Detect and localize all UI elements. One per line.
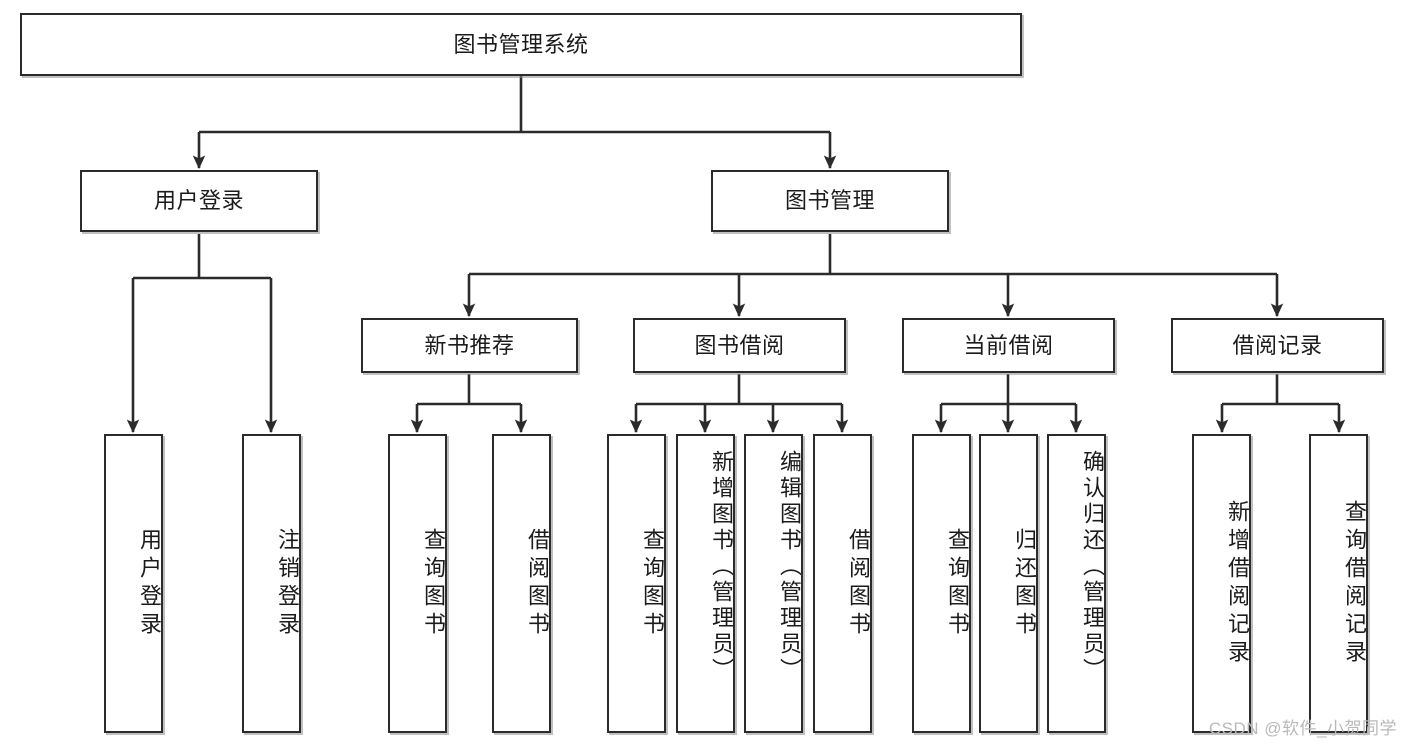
node-root[interactable]: 图书管理系统	[20, 13, 1022, 76]
node-leaf-query-record-label: 查询借阅记录	[1342, 499, 1367, 668]
node-leaf-query-book-3[interactable]: 查询图书	[912, 434, 971, 733]
node-root-label: 图书管理系统	[453, 31, 589, 57]
node-leaf-add-record-label: 新增借阅记录	[1225, 499, 1250, 668]
node-leaf-borrow-book-2[interactable]: 借阅图书	[813, 434, 872, 733]
node-book-borrow-label: 图书借阅	[694, 332, 785, 358]
node-leaf-borrow-book-1-label: 借阅图书	[525, 527, 550, 640]
node-leaf-edit-book-label: 编辑图书（管理员）	[777, 450, 802, 684]
node-leaf-add-record[interactable]: 新增借阅记录	[1192, 434, 1251, 733]
node-leaf-borrow-book-2-label: 借阅图书	[846, 527, 871, 640]
node-book-manage-label: 图书管理	[784, 188, 875, 214]
node-leaf-query-book-3-label: 查询图书	[945, 527, 970, 640]
node-borrow-record[interactable]: 借阅记录	[1171, 318, 1384, 373]
node-leaf-return-book[interactable]: 归还图书	[979, 434, 1038, 733]
node-new-book-rec-label: 新书推荐	[424, 332, 515, 358]
node-user-login-label: 用户登录	[153, 188, 244, 214]
node-leaf-query-book-2[interactable]: 查询图书	[607, 434, 666, 733]
node-user-login[interactable]: 用户登录	[80, 170, 318, 232]
node-current-borrow[interactable]: 当前借阅	[902, 318, 1115, 373]
node-leaf-borrow-book-1[interactable]: 借阅图书	[492, 434, 551, 733]
node-leaf-add-book-label: 新增图书（管理员）	[709, 450, 734, 684]
node-leaf-query-record[interactable]: 查询借阅记录	[1309, 434, 1368, 733]
node-leaf-query-book-1-label: 查询图书	[421, 527, 446, 640]
node-leaf-confirm-return[interactable]: 确认归还（管理员）	[1047, 434, 1106, 733]
node-leaf-user-login-label: 用户登录	[137, 527, 162, 640]
node-leaf-logout-label: 注销登录	[275, 527, 300, 640]
csdn-watermark: CSDN @软件_小贺同学	[1208, 719, 1397, 738]
node-leaf-return-book-label: 归还图书	[1012, 527, 1037, 640]
node-leaf-edit-book[interactable]: 编辑图书（管理员）	[744, 434, 803, 733]
node-book-manage[interactable]: 图书管理	[711, 170, 949, 232]
node-current-borrow-label: 当前借阅	[963, 332, 1054, 358]
node-leaf-confirm-return-label: 确认归还（管理员）	[1080, 450, 1105, 684]
node-leaf-query-book-1[interactable]: 查询图书	[388, 434, 447, 733]
node-leaf-add-book[interactable]: 新增图书（管理员）	[676, 434, 735, 733]
node-leaf-logout[interactable]: 注销登录	[242, 434, 301, 733]
node-borrow-record-label: 借阅记录	[1232, 332, 1323, 358]
node-new-book-rec[interactable]: 新书推荐	[361, 318, 578, 373]
node-book-borrow[interactable]: 图书借阅	[633, 318, 846, 373]
node-leaf-query-book-2-label: 查询图书	[640, 527, 665, 640]
node-leaf-user-login[interactable]: 用户登录	[104, 434, 163, 733]
